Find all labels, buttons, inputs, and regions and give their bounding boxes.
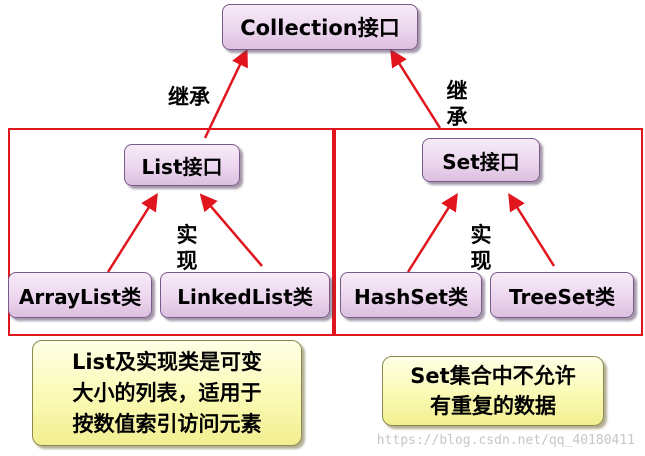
treeset-class-node: TreeSet类 [490,272,634,318]
set-description-text: Set集合中不允许 有重复的数据 [410,364,576,418]
list-interface-node: List接口 [124,144,240,186]
arrow-list-to-collection [203,48,248,139]
arrow-linkedlist-to-list [199,193,263,267]
source-watermark: https://blog.csdn.net/qq_40180411 [376,433,635,448]
linkedlist-class-node: LinkedList类 [160,272,330,318]
arraylist-class-node: ArrayList类 [8,272,152,318]
arrow-arraylist-to-list [106,193,158,273]
arrow-set-to-collection [390,49,442,129]
list-description-note: List及实现类是可变 大小的列表，适用于 按数值索引访问元素 [32,340,302,446]
list-group-frame [8,128,334,336]
arrow-hashset-to-set [406,193,458,273]
hashset-class-node: HashSet类 [340,272,482,318]
implement-label-right: 实 现 [470,223,492,273]
set-group-frame [334,128,643,336]
collection-interface-node: Collection接口 [222,4,418,50]
inherit-label-left: 继承 [168,85,210,109]
set-description-note: Set集合中不允许 有重复的数据 [382,356,604,426]
set-interface-node: Set接口 [422,138,540,182]
list-description-text: List及实现类是可变 大小的列表，适用于 按数值索引访问元素 [71,349,263,436]
implement-label-left: 实 现 [176,223,198,273]
inherit-label-right: 继 承 [446,79,468,129]
arrow-treeset-to-set [508,193,556,267]
